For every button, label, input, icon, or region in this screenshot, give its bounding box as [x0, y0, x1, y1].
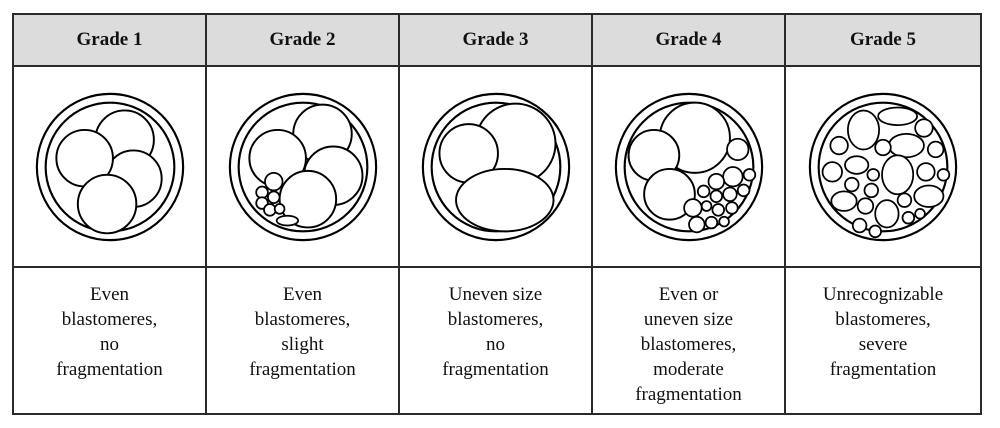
- grade-5-description: Unrecognizable blastomeres, severe fragm…: [786, 268, 980, 413]
- grade-3-description: Uneven size blastomeres, no fragmentatio…: [400, 268, 591, 413]
- desc-line: moderate: [653, 359, 724, 380]
- grade-5-column: Grade 5: [786, 15, 980, 413]
- grade-2-header: Grade 2: [207, 15, 398, 67]
- desc-line: fragmentation: [56, 359, 163, 380]
- grade-3-embryo-drawing: [421, 92, 570, 241]
- grade-3-illustration-cell: [400, 67, 591, 268]
- desc-line: no: [100, 334, 119, 355]
- grade-4-embryo-drawing: [614, 92, 763, 241]
- grade-2-illustration-cell: [207, 67, 398, 268]
- desc-line: blastomeres,: [61, 309, 158, 330]
- desc-line: fragmentation: [442, 359, 549, 380]
- desc-line: fragmentation: [829, 359, 937, 380]
- desc-line: Even or: [658, 284, 719, 305]
- desc-line: Unrecognizable: [822, 284, 944, 305]
- desc-line: blastomeres,: [447, 309, 544, 330]
- grade-2-description: Even blastomeres, slight fragmentation: [207, 268, 398, 413]
- desc-line: blastomeres,: [254, 309, 351, 330]
- grade-1-embryo-drawing: [35, 92, 184, 241]
- grade-4-description: Even or uneven size blastomeres, moderat…: [593, 268, 784, 413]
- desc-line: fragmentation: [635, 384, 742, 405]
- grade-1-illustration-cell: [14, 67, 205, 268]
- grade-1-column: Grade 1 Even blastomeres, no fragmentati…: [14, 15, 207, 413]
- grade-5-header: Grade 5: [786, 15, 980, 67]
- grade-4-header: Grade 4: [593, 15, 784, 67]
- desc-line: no: [486, 334, 505, 355]
- desc-line: blastomeres,: [835, 309, 931, 330]
- grade-3-header: Grade 3: [400, 15, 591, 67]
- desc-line: blastomeres,: [640, 334, 737, 355]
- desc-line: Even: [89, 284, 130, 305]
- embryo-grading-table: Grade 1 Even blastomeres, no fragmentati…: [12, 13, 982, 415]
- grade-4-column: Grade 4: [593, 15, 786, 413]
- grade-4-illustration-cell: [593, 67, 784, 268]
- grade-2-embryo-drawing: [228, 92, 377, 241]
- desc-line: slight: [281, 334, 324, 355]
- desc-line: severe: [858, 334, 908, 355]
- grade-1-description: Even blastomeres, no fragmentation: [14, 268, 205, 413]
- grade-5-embryo-drawing: [808, 92, 958, 241]
- grade-1-header: Grade 1: [14, 15, 205, 67]
- desc-line: fragmentation: [249, 359, 356, 380]
- grade-5-illustration-cell: [786, 67, 980, 268]
- desc-line: Uneven size: [448, 284, 543, 305]
- desc-line: uneven size: [643, 309, 734, 330]
- grade-3-column: Grade 3 Uneven size blastomeres, no frag…: [400, 15, 593, 413]
- desc-line: Even: [282, 284, 323, 305]
- grade-2-column: Grade 2 Even blastomeres, slight: [207, 15, 400, 413]
